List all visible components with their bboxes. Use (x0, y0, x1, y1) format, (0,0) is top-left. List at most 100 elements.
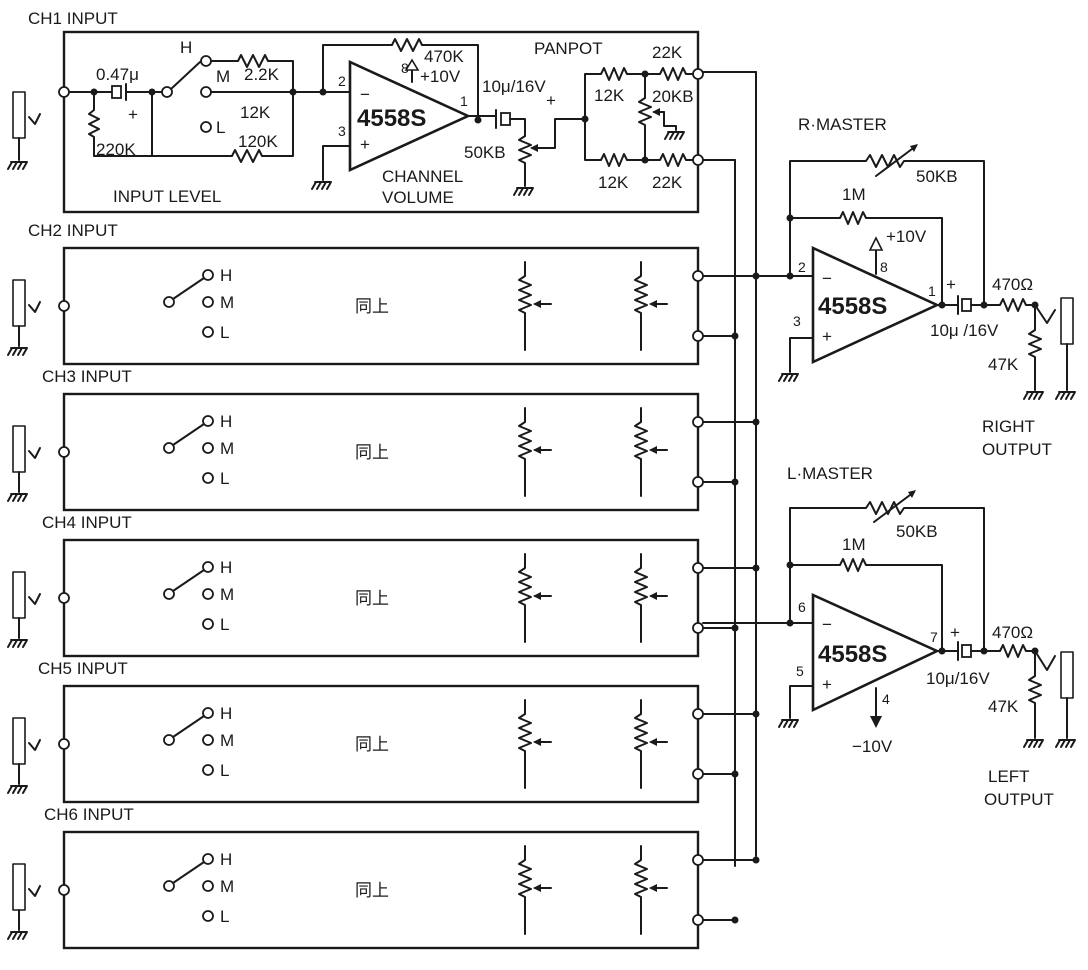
ch2-input-jack (12, 279, 41, 327)
r-master-stage: R·MASTER 50KB 1M 4558S − + 2 3 1 8 +10V … (778, 115, 1076, 459)
r-master-supply-arrow-icon (868, 236, 884, 251)
ch3-l-bus-terminal (692, 476, 704, 488)
l-master-out-cap (961, 644, 972, 658)
ch3-input-jack (12, 425, 41, 473)
ch1-opamp-label: 4558S (357, 105, 426, 132)
mixing-buses (702, 71, 814, 867)
ch1-supply-label: +10V (420, 67, 461, 86)
l-master-feedback-label: 1M (842, 535, 866, 554)
ch4-l-bus-terminal (692, 622, 704, 634)
ch6-panpot[interactable] (634, 845, 648, 935)
ch3-level-switch-arm[interactable] (172, 423, 205, 446)
svg-text:+: + (546, 91, 556, 110)
ch1-res-l-label: 120K (238, 132, 278, 151)
ch6-switch-h: H (220, 850, 232, 869)
ch1-pan-res-top-left-label: 12K (594, 86, 625, 105)
right-output-label-1: RIGHT (982, 417, 1035, 436)
ch4-r-bus-terminal (692, 562, 704, 574)
r-master-pin-noninv: 3 (793, 313, 801, 329)
l-master-feedback-res (789, 558, 943, 652)
ch1-pan-res-bot-left-label: 12K (598, 173, 629, 192)
ch5-panpot[interactable] (634, 699, 648, 789)
r-master-opamp (811, 245, 941, 365)
ch4-volume-pot[interactable] (518, 553, 532, 643)
ch1-title: CH1 INPUT (28, 9, 118, 28)
r-master-supply-label: +10V (886, 227, 927, 246)
ch1-input-jack (12, 91, 41, 139)
l-master-supply-arrow-icon (870, 716, 882, 728)
ch6-input-jack (12, 863, 41, 911)
ch1-panpot[interactable] (638, 73, 652, 161)
ch1-level-switch-arm[interactable] (170, 61, 201, 90)
l-master-series-res (970, 644, 1036, 658)
ch1-out-cap (500, 112, 511, 126)
ch1-res-m-label: 12K (240, 103, 271, 122)
ch6-title: CH6 INPUT (44, 805, 134, 824)
ch1-switch-l: L (216, 118, 225, 137)
ch1-out-cap-label: 10μ/16V (482, 77, 546, 96)
l-master-plus: + (822, 675, 832, 694)
ch4-input-terminal (58, 592, 70, 604)
ch5-volume-pot[interactable] (518, 699, 532, 789)
l-master-pin-vee: 4 (882, 691, 890, 707)
ch2-title: CH2 INPUT (28, 221, 118, 240)
ch1-pan-res-top-right-label: 22K (652, 43, 683, 62)
l-master-opamp-label: 4558S (818, 641, 887, 668)
ch2-switch-m: M (220, 293, 234, 312)
l-master-pot-label: 50KB (896, 522, 938, 541)
ch1-pan-res-bot-left (584, 118, 646, 167)
r-master-series-res (970, 298, 1036, 312)
ch1-pan-res-top-left (584, 67, 646, 120)
ch2-input-terminal (58, 300, 70, 312)
ch6-volume-pot[interactable] (518, 845, 532, 935)
r-master-feedback-res (789, 211, 943, 306)
ch5-title: CH5 INPUT (38, 659, 128, 678)
ch2-volume-pot[interactable] (518, 261, 532, 351)
ch5-level-switch-arm[interactable] (172, 715, 205, 738)
ch1-input-terminal (58, 86, 70, 98)
ch1-opamp-minus: − (360, 85, 370, 104)
ch1-pin-inv: 2 (338, 73, 346, 89)
ch1-input-res-220k (88, 91, 100, 149)
l-master-load-res (1028, 650, 1042, 739)
ch1-input-cap (111, 83, 151, 101)
ch1-r-bus-terminal (692, 68, 704, 80)
ch4-level-switch-arm[interactable] (172, 569, 205, 592)
left-output-jack (1060, 651, 1074, 699)
ch3-panpot[interactable] (634, 407, 648, 497)
left-output-label-1: LEFT (988, 767, 1030, 786)
ch1-l-bus-terminal (692, 154, 704, 166)
ch6-same-note: 同上 (355, 881, 389, 900)
r-master-pin-inv: 2 (798, 259, 806, 275)
ch1-strip: CH1 INPUT 220K 0.47μ + H 2.2K M 12K L 12… (7, 9, 757, 337)
ch1-volume-pot-label: 50KB (464, 143, 506, 162)
l-master-load-res-label: 47K (988, 697, 1019, 716)
svg-text:+: + (950, 623, 960, 642)
ch4-panpot[interactable] (634, 553, 648, 643)
ch1-volume-pot[interactable] (518, 135, 532, 187)
ch2-panpot[interactable] (634, 261, 648, 351)
ch1-pan-res-bot-right (644, 153, 693, 167)
ch1-supply-arrow-icon (404, 58, 420, 71)
r-master-minus: − (822, 269, 832, 288)
ch1-input-res-label: 220K (96, 140, 136, 159)
r-master-load-res-label: 47K (988, 355, 1019, 374)
r-master-load-res (1028, 304, 1042, 391)
ch5-r-bus-terminal (692, 708, 704, 720)
ch2-level-switch-arm[interactable] (172, 277, 205, 300)
ch1-pin-out: 1 (460, 93, 468, 109)
r-master-pot-label: 50KB (916, 167, 958, 186)
r-master-out-cap (961, 298, 972, 312)
ch6-level-switch-arm[interactable] (172, 861, 205, 884)
ch4-title: CH4 INPUT (42, 513, 132, 532)
ch3-volume-pot[interactable] (518, 407, 532, 497)
ch1-panpot-value-label: 20KB (652, 87, 694, 106)
r-master-pot[interactable] (789, 154, 985, 306)
ch1-input-cap-label: 0.47μ (96, 65, 139, 84)
ch5-input-terminal (58, 738, 70, 750)
ch1-pan-res-top-right (644, 67, 693, 81)
l-master-pot[interactable] (789, 501, 985, 652)
